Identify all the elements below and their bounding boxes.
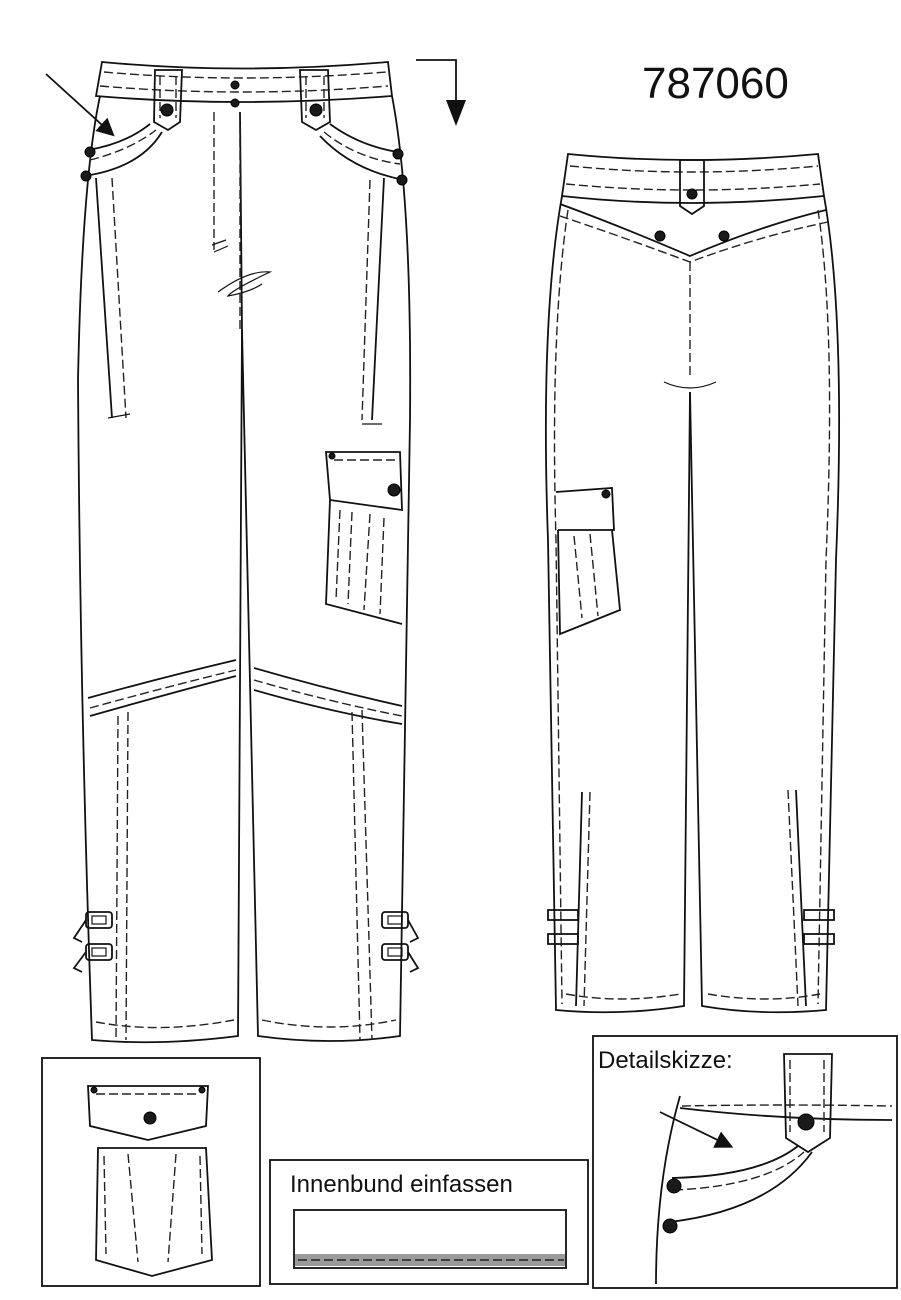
button-icon [143,1111,157,1125]
button-icon [601,489,611,499]
buckle-icon [381,911,420,973]
front-left-leg-outline [77,95,243,1044]
detail-sketch-label: Detailskizze: [598,1047,733,1074]
button-icon [84,146,96,158]
buckle-icon [72,911,113,973]
front-view [45,61,420,1044]
button-icon [160,103,174,117]
button-icon [797,1113,815,1131]
back-view [544,153,841,1014]
pocket-detail-box [41,1057,261,1287]
front-right-leg-outline [241,95,412,1042]
front-belt-loop-left [153,69,183,132]
button-icon [718,230,730,242]
front-belt-loop-right [299,69,331,132]
pointer-arrow-icon [45,73,115,137]
detail-sketch-box: Detailskizze: [592,1035,898,1289]
button-icon [309,103,323,117]
inner-waistband-box: Innenbund einfassen [269,1159,589,1285]
front-cargo-pocket [325,451,403,625]
button-icon [392,148,404,160]
button-icon [230,80,240,90]
inner-waistband-label: Innenbund einfassen [290,1171,513,1198]
button-icon [686,188,698,200]
style-number: 787060 [642,59,789,108]
front-waistband [94,61,394,103]
pointer-arrow-icon [659,1111,734,1148]
button-icon [230,98,240,108]
fold-down-arrow-icon [416,59,466,126]
button-icon [662,1218,678,1234]
button-icon [387,483,401,497]
button-icon [654,230,666,242]
button-icon [80,170,92,182]
button-icon [396,174,408,186]
button-icon [666,1178,682,1194]
